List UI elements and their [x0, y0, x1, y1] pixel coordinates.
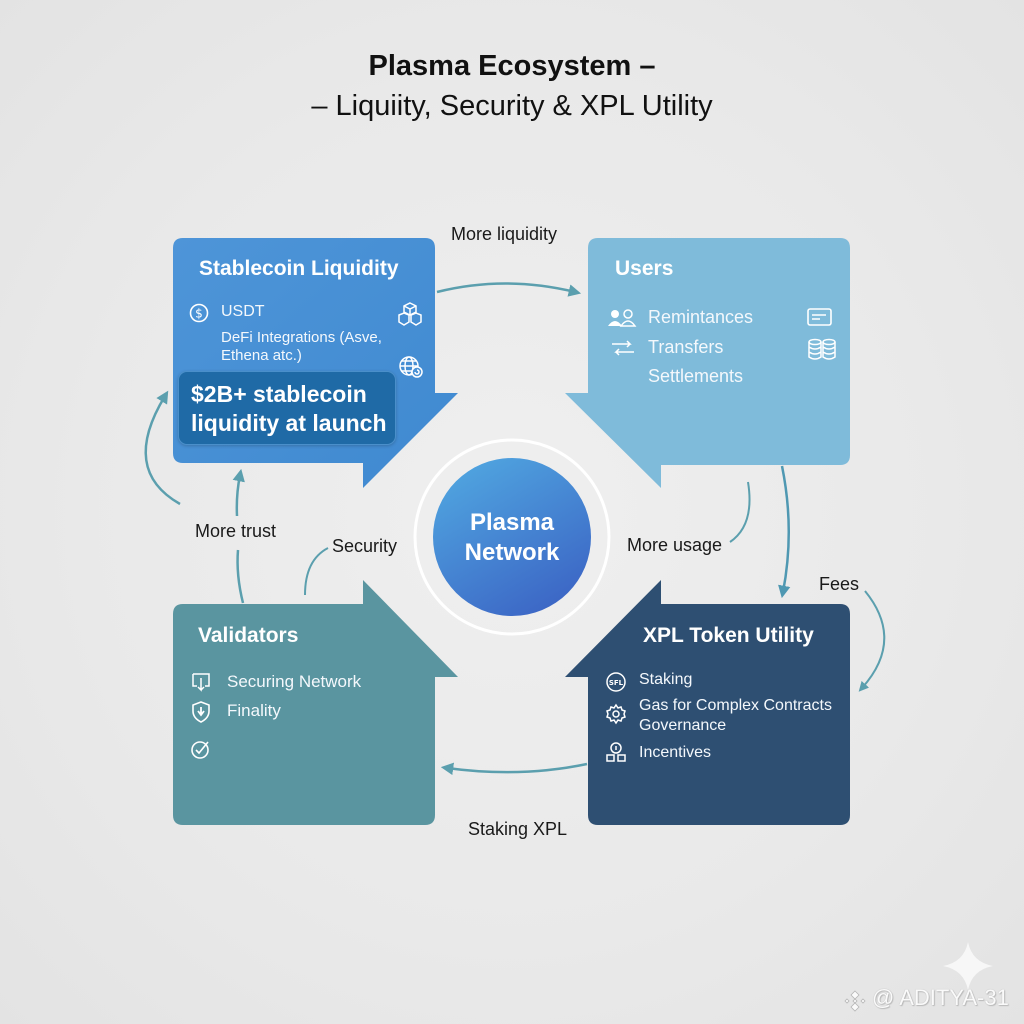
- svg-text:SFL: SFL: [609, 679, 624, 687]
- arrow-fees: [858, 590, 886, 692]
- xpl-item-incentives: Incentives: [639, 744, 712, 761]
- coins-icon: [808, 338, 836, 360]
- center-circle: [433, 458, 591, 616]
- users-title: Users: [615, 257, 674, 280]
- validators-item-securing: Securing Network: [227, 672, 362, 691]
- center-line2: Network: [464, 539, 560, 566]
- xpl-item-governance: Governance: [639, 717, 727, 734]
- validators-item-finality: Finality: [227, 701, 281, 720]
- xpl-item-gas: Gas for Complex Contracts: [639, 697, 832, 714]
- stablecoin-item-ethena: Ethena atc.): [221, 347, 302, 364]
- globe-icon: [399, 356, 423, 378]
- message-card-icon: [807, 308, 832, 326]
- arrow-more-usage: [729, 481, 751, 543]
- stablecoin-item-defi: DeFi Integrations (Asve,: [221, 329, 382, 346]
- dollar-circle-icon: $: [189, 303, 209, 323]
- label-staking-xpl: Staking XPL: [468, 819, 568, 839]
- check-circle-icon: [191, 741, 209, 759]
- xpl-title: XPL Token Utility: [643, 624, 814, 647]
- xpl-coin-icon: SFL: [606, 672, 626, 692]
- shield-icon: [192, 701, 210, 723]
- binance-logo-icon: [844, 990, 866, 1012]
- xpl-box: [565, 580, 850, 825]
- incentives-icon: [606, 742, 626, 762]
- transfer-arrows-icon: [612, 340, 634, 356]
- arrow-loop-left: [144, 390, 181, 506]
- xpl-item-staking: Staking: [639, 671, 693, 688]
- network-download-icon: [192, 673, 210, 692]
- users-icon: [608, 309, 637, 327]
- arrow-staking-xpl: [440, 762, 588, 776]
- arrow-users-to-xpl: [778, 465, 791, 599]
- highlight-line2: liquidity at launch: [191, 410, 387, 436]
- label-more-trust: More trust: [195, 521, 277, 541]
- label-fees: Fees: [819, 574, 860, 594]
- users-item-settlements: Settlements: [648, 366, 744, 386]
- arrow-more-liquidity: [436, 282, 582, 297]
- watermark: @ ADITYA-31: [872, 985, 1009, 1010]
- arrow-more-trust-upper: [232, 468, 245, 517]
- arrow-security: [304, 547, 329, 596]
- svg-text:$: $: [195, 307, 203, 321]
- users-item-transfers: Transfers: [648, 337, 724, 357]
- label-security: Security: [332, 536, 398, 556]
- stablecoin-item-usdt: USDT: [221, 303, 265, 320]
- page-subtitle: – Liquiity, Security & XPL Utility: [311, 90, 713, 122]
- gear-icon: [606, 703, 626, 725]
- highlight-line1: $2B+ stablecoin: [191, 381, 367, 407]
- page-title: Plasma Ecosystem –: [368, 50, 656, 82]
- label-more-liquidity: More liquidity: [451, 224, 558, 244]
- center-ring: [413, 438, 611, 636]
- liquidity-highlight-badge: $2B+ stablecoin liquidity at launch: [178, 371, 396, 445]
- center-line1: Plasma: [469, 509, 555, 536]
- center-label: Plasma Network: [432, 508, 592, 568]
- validators-box: [173, 580, 458, 825]
- arrow-more-trust-lower: [236, 549, 245, 604]
- label-more-usage: More usage: [627, 535, 723, 555]
- cubes-icon: [398, 302, 422, 326]
- sparkle-icon: [943, 942, 993, 990]
- stablecoin-title: Stablecoin Liquidity: [199, 257, 399, 280]
- users-item-remittances: Remintances: [648, 307, 754, 327]
- validators-title: Validators: [198, 624, 299, 647]
- users-box: [565, 238, 850, 488]
